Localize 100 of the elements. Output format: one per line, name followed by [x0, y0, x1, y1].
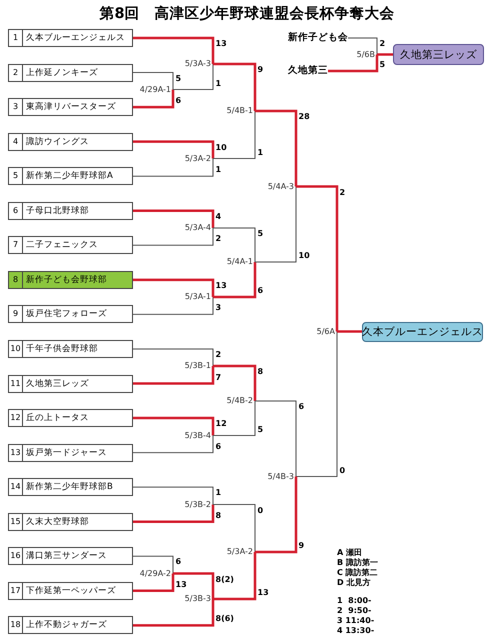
team-name: 上作不動ジャガーズ	[25, 619, 107, 632]
team-number: 15	[9, 514, 23, 530]
score-label: 2	[338, 188, 346, 198]
score-label: 13	[174, 580, 188, 590]
score-label: 13	[214, 39, 228, 49]
team-name: 坂戸第一ドジャース	[25, 446, 107, 460]
bracket-line	[172, 64, 214, 90]
note-text: 3 11:40-	[337, 616, 374, 626]
bracket-line	[254, 186, 296, 262]
team-name: 久地第三レッズ	[25, 378, 89, 390]
team-number: 9	[9, 306, 23, 322]
score-label: 6	[214, 442, 222, 452]
team-box	[8, 64, 133, 82]
match-label: 5/4A-3	[256, 180, 296, 192]
match-label: 5/3B-2	[173, 498, 213, 510]
bracket-line	[132, 72, 174, 90]
team-box	[8, 236, 133, 254]
bracket-line	[212, 400, 256, 436]
team-box	[8, 478, 133, 496]
match-label: 5/3A-4	[173, 222, 213, 234]
score-label: 9	[298, 541, 306, 551]
bracket-line	[132, 486, 214, 505]
team-number: 5	[9, 168, 23, 184]
score-label: 2	[214, 350, 222, 360]
note-text: D 北見方	[337, 578, 370, 588]
score-label: 8(2)	[214, 574, 235, 584]
bracket-line	[132, 158, 214, 177]
note-text: 1 8:00-	[337, 596, 372, 606]
team-name: 二子フェニックス	[25, 239, 98, 252]
team-name: 東高津リバースターズ	[25, 100, 116, 114]
team-box	[8, 305, 133, 324]
team-name: 下作延第一ペッパーズ	[25, 584, 116, 598]
score-label: 0	[338, 466, 346, 476]
match-label: 5/3B-1	[173, 360, 213, 372]
score-label: 8	[214, 510, 222, 521]
bracket-line	[132, 348, 214, 366]
note-text: 2 9:50-	[337, 606, 372, 616]
team-box	[8, 547, 133, 566]
bracket-line	[296, 331, 338, 477]
team-number: 4	[9, 134, 23, 150]
match-label: 5/3A-1	[173, 291, 213, 303]
team-name: 新作第二少年野球部B	[25, 481, 113, 494]
team-name: 久末大空野球部	[25, 516, 89, 529]
team-name: 溝口第三サンダース	[25, 550, 107, 564]
score-label: 6	[298, 402, 306, 412]
team-name: 子母口北野球部	[25, 204, 89, 218]
team-box	[8, 270, 133, 289]
note-text: C 諏訪第二	[337, 568, 378, 578]
team-number: 14	[9, 479, 23, 496]
bracket-line	[133, 416, 214, 436]
score-label: 0	[256, 506, 264, 516]
bracket-line	[133, 140, 214, 158]
bracket-line	[132, 228, 214, 246]
score-label: 28	[298, 112, 311, 122]
score-label: 1	[256, 148, 264, 158]
bracket-line	[132, 556, 174, 574]
team-name: 坂戸住宅フォローズ	[25, 308, 107, 322]
match-label: 5/3A-3	[173, 58, 213, 70]
note-text: A 瀬田	[337, 548, 362, 558]
bracket-line	[213, 62, 256, 111]
team-box	[8, 29, 133, 47]
score-label: 5	[174, 74, 182, 84]
match-label: 5/3A-2	[173, 152, 213, 164]
team-number: 2	[9, 64, 23, 81]
team-number: 8	[9, 272, 23, 288]
team-box	[8, 340, 133, 358]
bracket-line	[133, 574, 174, 592]
team-number: 17	[9, 582, 23, 599]
team-number: 6	[9, 202, 23, 219]
match-label: 5/6B	[337, 48, 377, 60]
bracket-line	[296, 185, 338, 332]
bracket-line	[328, 54, 378, 72]
team-number: 11	[9, 376, 23, 392]
team-name: 久本ブルーエンジェルス	[25, 32, 125, 45]
bracket-line	[132, 435, 214, 454]
bracket-line	[213, 552, 256, 600]
bracket-line	[213, 364, 256, 401]
score-label: 13	[256, 588, 270, 598]
score-label: 10	[214, 142, 228, 153]
score-label: 6	[256, 286, 264, 296]
bracket-line	[133, 504, 214, 523]
score-label: 6	[174, 557, 182, 568]
team-number: 7	[9, 237, 23, 254]
team-name: 諏訪ウイングス	[25, 136, 89, 149]
bracket-line	[133, 599, 214, 627]
team-number: 16	[9, 548, 23, 564]
bracket-line	[212, 504, 256, 552]
score-label: 5	[378, 60, 386, 70]
bracket-line	[133, 90, 174, 108]
match-label: 5/6A	[297, 326, 337, 338]
match-label: 5/4B-3	[256, 470, 296, 482]
champion-box: 久本ブルーエンジェルス	[362, 322, 483, 342]
team-box	[8, 582, 133, 600]
bracket-line	[377, 53, 393, 56]
match-label: 4/29A-1	[133, 84, 173, 96]
note-text: 4 13:30-	[337, 626, 374, 636]
score-label: 3	[214, 303, 222, 314]
team-box	[8, 98, 133, 116]
team-box	[8, 409, 133, 428]
team-box	[8, 512, 133, 531]
